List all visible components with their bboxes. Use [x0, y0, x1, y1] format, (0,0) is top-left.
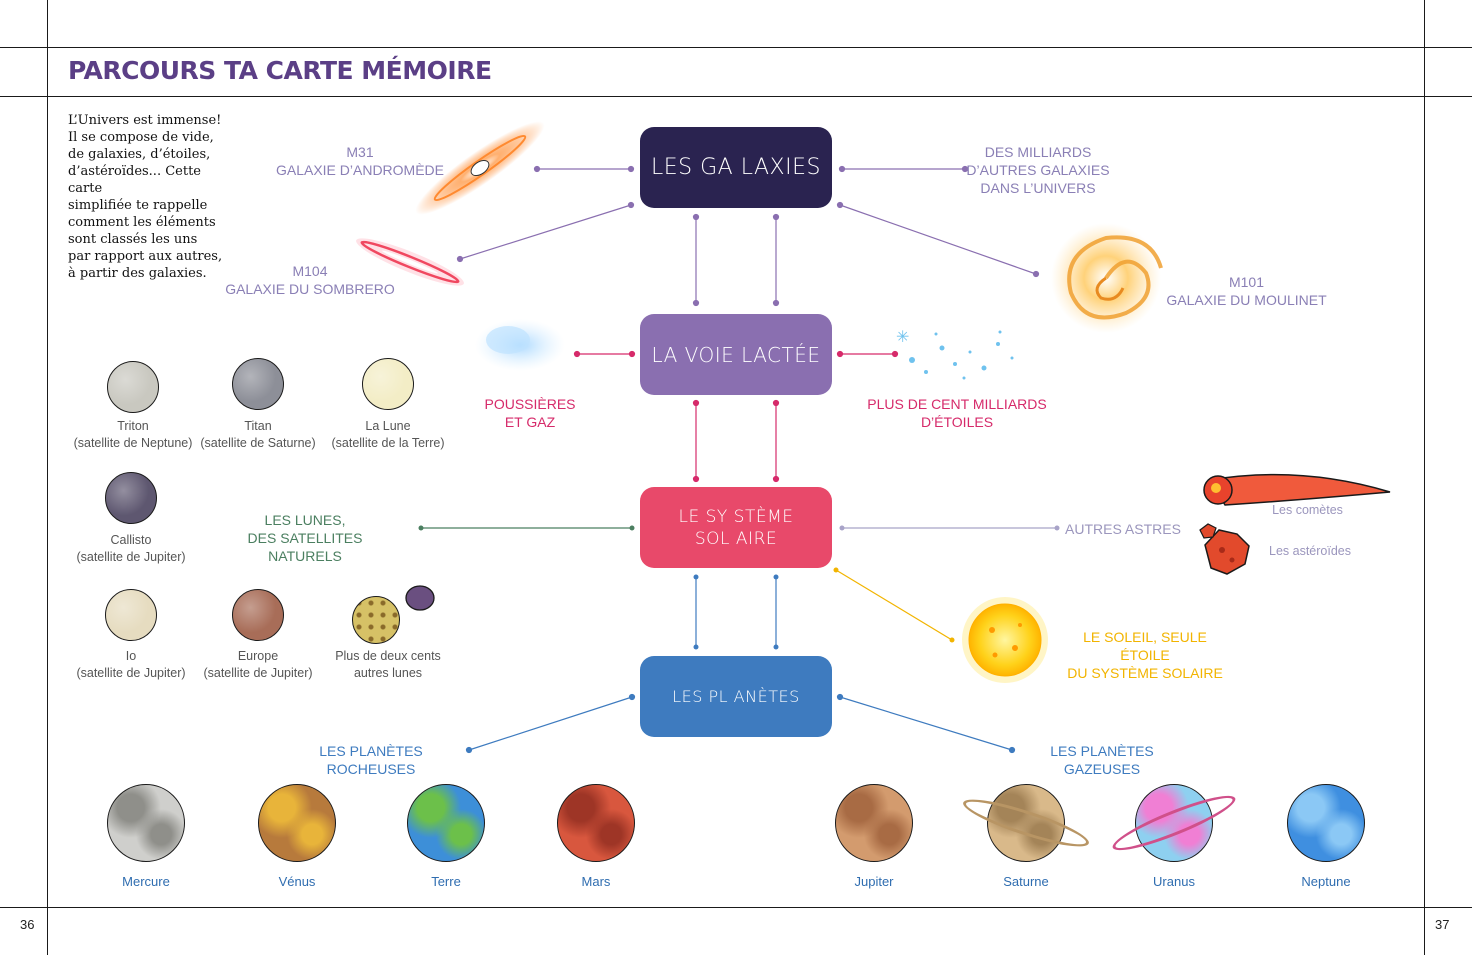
moon-label: Io (satellite de Jupiter) [76, 649, 186, 680]
planet-terre-illustration [407, 784, 485, 862]
planet-label: Jupiter [854, 874, 894, 889]
moon-label: Plus de deux cents autres lunes [335, 649, 441, 680]
moon-illustration [232, 358, 284, 410]
planet-neptune-illustration [1287, 784, 1365, 862]
moon-illustration [107, 361, 159, 413]
intro-text: L’Univers est immense! Il se compose de … [68, 113, 223, 281]
label-poussieres: POUSSIÈRES ET GAZ [484, 396, 576, 430]
frame-left-rule [47, 0, 48, 955]
andromeda-galaxy-illustration [415, 121, 545, 215]
page-number-right: 37 [1435, 917, 1450, 932]
moon-illustration [105, 589, 157, 641]
asteroids-illustration [1199, 523, 1250, 575]
planet-label: Terre [431, 874, 461, 889]
planet-label: Uranus [1153, 874, 1195, 889]
frame-header-rule [0, 96, 1472, 97]
label-gazeuses: LES PLANÈTES GAZEUSES [1050, 743, 1154, 777]
label-m104: M104 GALAXIE DU SOMBRERO [225, 263, 395, 297]
moon-label: Titan (satellite de Saturne) [200, 419, 316, 450]
moon-illustration [362, 358, 414, 410]
label-lunes: LES LUNES, DES SATELLITES NATURELS [247, 512, 363, 564]
planet-mercure-illustration [107, 784, 185, 862]
planet-label: Vénus [278, 874, 316, 889]
label-etoiles: PLUS DE CENT MILLIARDS D’ÉTOILES [867, 396, 1047, 430]
label-rocheuses: LES PLANÈTES ROCHEUSES [319, 743, 423, 777]
frame-top-rule [0, 47, 1472, 48]
label-cometes: Les comètes [1272, 503, 1343, 517]
connectors-galaxies [456, 165, 1040, 307]
planet-venus-illustration [258, 784, 336, 862]
node-galaxies[interactable]: LES GA LAXIES [640, 127, 832, 208]
moon-illustration [352, 596, 400, 644]
frame-bottom-rule [0, 907, 1472, 908]
planet-saturne-illustration [987, 784, 1065, 862]
planet-label: Mars [581, 874, 611, 889]
moon-illustration [232, 589, 284, 641]
node-systeme-solaire[interactable]: LE SY STÈME SOL AIRE [640, 487, 832, 568]
page-title: PARCOURS TA CARTE MÉMOIRE [68, 56, 492, 85]
moon-label: Europe (satellite de Jupiter) [203, 649, 313, 680]
sombrero-galaxy-illustration [356, 238, 464, 286]
moon-illustration [105, 472, 157, 524]
label-autres-astres: AUTRES ASTRES [1065, 521, 1181, 537]
label-m101: M101 GALAXIE DU MOULINET [1166, 274, 1327, 308]
planet-uranus-illustration [1135, 784, 1213, 862]
node-voie-lactee[interactable]: LA VOIE LACTÉE [640, 314, 832, 395]
planet-mars-illustration [557, 784, 635, 862]
frame-right-rule [1424, 0, 1425, 955]
moulinet-galaxy-illustration [1051, 223, 1163, 333]
page-number-left: 36 [20, 917, 35, 932]
connectors-systeme-solaire [418, 525, 1060, 650]
planet-label: Saturne [1003, 874, 1049, 889]
node-planetes[interactable]: LES PL ANÈTES [640, 656, 832, 737]
moon-label: Callisto (satellite de Jupiter) [76, 533, 186, 564]
comet-illustration [1203, 473, 1391, 506]
label-milliards: DES MILLIARDS D’AUTRES GALAXIES DANS L’U… [966, 144, 1110, 196]
planet-label: Mercure [122, 874, 170, 889]
small-moon-illustration [405, 585, 435, 611]
moon-label: La Lune (satellite de la Terre) [331, 419, 445, 450]
moon-label: Triton (satellite de Neptune) [73, 419, 193, 450]
label-soleil: LE SOLEIL, SEULE ÉTOILE DU SYSTÈME SOLAI… [1067, 629, 1223, 681]
stars-illustration: ✳ [896, 327, 1014, 380]
dust-cloud-illustration [475, 319, 565, 371]
connectors-planetes [465, 693, 1016, 754]
planet-label: Neptune [1301, 874, 1351, 889]
label-m31: M31 GALAXIE D’ANDROMÈDE [275, 144, 445, 178]
svg-text:✳: ✳ [896, 327, 909, 346]
sun-illustration [962, 597, 1048, 683]
label-asteroides: Les astéroïdes [1269, 544, 1351, 558]
connectors-voie-lactee [573, 350, 899, 483]
planet-jupiter-illustration [835, 784, 913, 862]
